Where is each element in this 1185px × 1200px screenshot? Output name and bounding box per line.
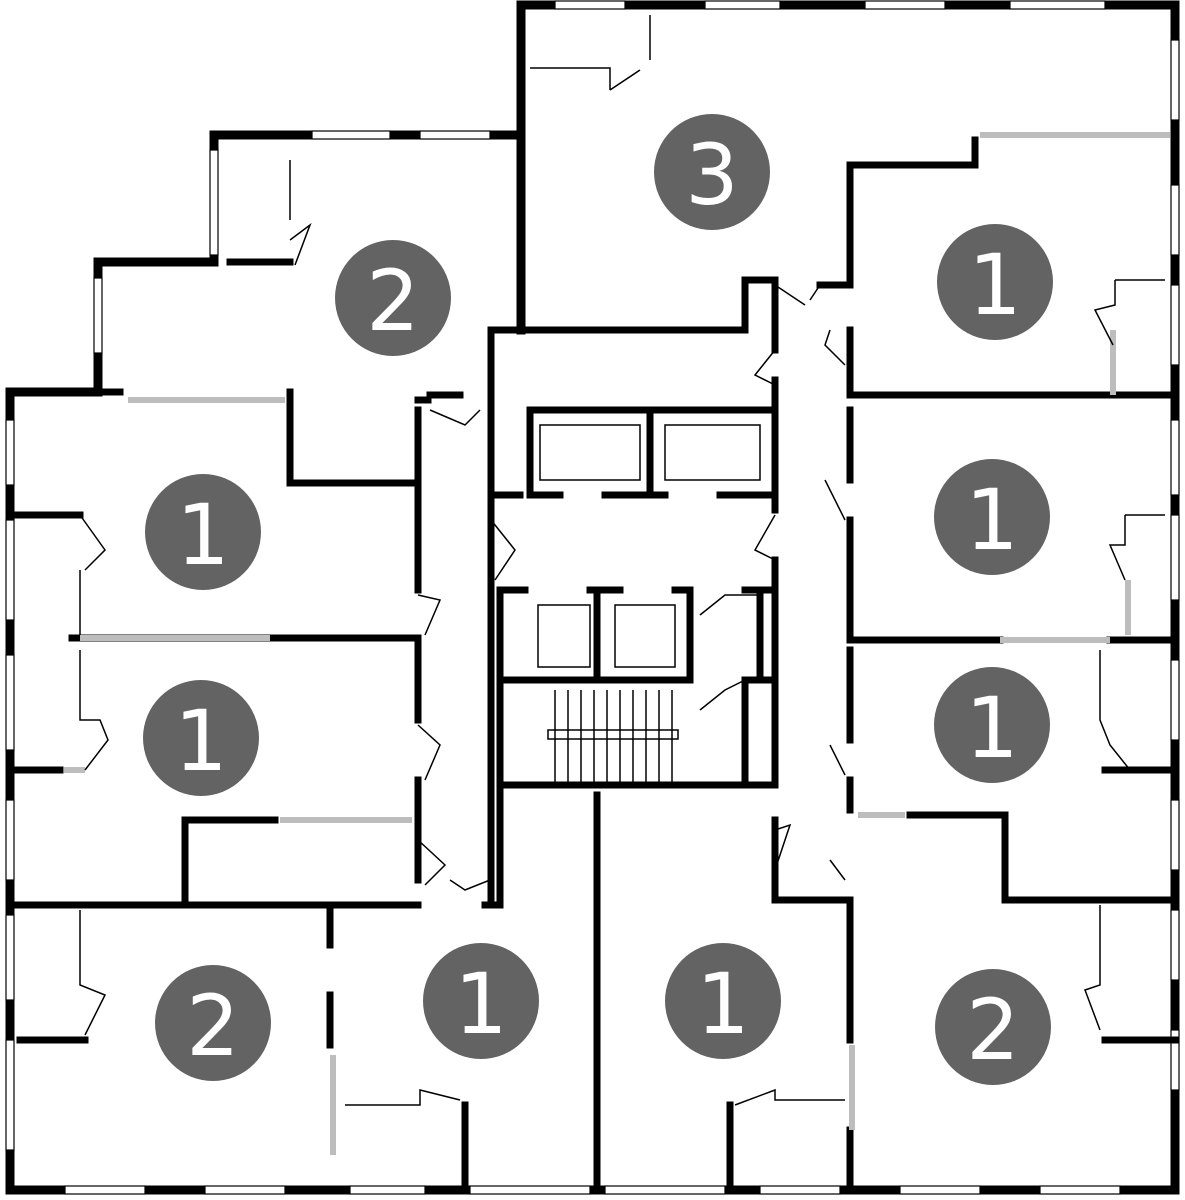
unit-badge [935,969,1051,1085]
unit-1-bottom-left: 1 [423,943,539,1059]
unit-2-upper-left: 2 [335,240,451,356]
unit-rooms-label: 2 [366,252,419,350]
unit-1-left-1: 1 [145,474,261,590]
unit-badge [654,114,770,230]
unit-badge [143,680,259,796]
unit-badge [665,943,781,1059]
glass-partitions [64,132,1170,1155]
windows [5,0,1180,1195]
unit-1-left-2: 1 [143,680,259,796]
unit-badge [934,459,1050,575]
unit-2-lower-right: 2 [935,969,1051,1085]
unit-badge [155,965,271,1081]
unit-badges: 3 2 1 1 1 1 1 2 [143,114,1053,1085]
unit-rooms-label: 1 [965,471,1018,569]
unit-badge [335,240,451,356]
unit-1-upper-right: 1 [937,224,1053,340]
unit-rooms-label: 1 [454,955,507,1053]
unit-rooms-label: 1 [968,236,1021,334]
unit-rooms-label: 1 [174,692,227,790]
unit-rooms-label: 1 [176,486,229,584]
unit-rooms-label: 3 [685,126,738,224]
unit-badge [934,667,1050,783]
interior-walls [6,136,1179,1194]
unit-badge [145,474,261,590]
unit-badge [423,943,539,1059]
unit-rooms-label: 2 [966,981,1019,1079]
unit-rooms-label: 1 [696,955,749,1053]
unit-2-lower-left: 2 [155,965,271,1081]
thin-lines [79,15,1165,1106]
unit-rooms-label: 1 [965,679,1018,777]
unit-rooms-label: 2 [186,977,239,1075]
unit-3-top: 3 [654,114,770,230]
unit-1-right-2: 1 [934,667,1050,783]
unit-1-right-1: 1 [934,459,1050,575]
unit-badge [937,224,1053,340]
unit-1-bottom-right: 1 [665,943,781,1059]
